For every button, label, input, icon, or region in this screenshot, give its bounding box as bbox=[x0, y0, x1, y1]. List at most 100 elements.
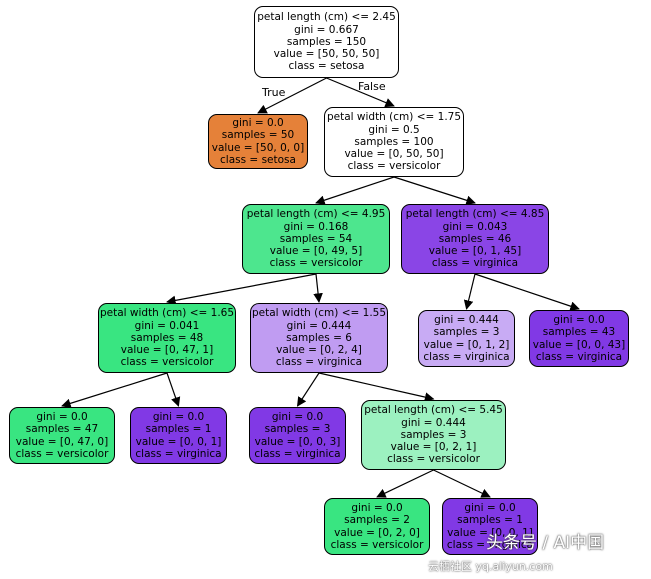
node-line: gini = 0.667 bbox=[294, 23, 359, 36]
node-line: class = setosa bbox=[288, 60, 365, 73]
edge-label-false: False bbox=[358, 80, 386, 93]
watermark-main-text: 头条号 / AI中国 bbox=[486, 533, 605, 553]
node-line: samples = 48 bbox=[130, 331, 204, 344]
node-line: value = [0, 49, 5] bbox=[269, 245, 363, 258]
node-line: class = versicolor bbox=[269, 257, 363, 270]
node-line: gini = 0.0 bbox=[152, 411, 205, 424]
node-line: class = versicolor bbox=[387, 453, 480, 466]
edge-n4-n7 bbox=[463, 273, 476, 310]
node-line: samples = 1 bbox=[145, 423, 212, 436]
node-line: samples = 150 bbox=[286, 35, 367, 48]
node-line: value = [50, 0, 0] bbox=[211, 141, 305, 154]
edge-n2-n3 bbox=[315, 176, 395, 205]
edge-n12-n13 bbox=[376, 469, 434, 498]
node-line: class = setosa bbox=[220, 153, 296, 166]
edge-n5-n10 bbox=[166, 372, 181, 407]
edge-n3-n5 bbox=[166, 273, 317, 306]
node-line: gini = 0.444 bbox=[401, 416, 466, 429]
edge-n6-n12 bbox=[318, 372, 435, 402]
edge-label-true: True bbox=[262, 86, 286, 99]
node-line: value = [0, 1, 45] bbox=[428, 245, 522, 258]
node-line: gini = 0.444 bbox=[434, 314, 499, 327]
node-line: gini = 0.0 bbox=[271, 411, 324, 424]
node-line: petal length (cm) <= 4.85 bbox=[405, 208, 545, 221]
node-line: samples = 100 bbox=[354, 135, 434, 148]
node-line: samples = 1 bbox=[457, 514, 523, 527]
node-line: class = virginica bbox=[431, 257, 519, 270]
node-line: value = [0, 0, 3] bbox=[254, 435, 341, 448]
node-line: value = [0, 47, 1] bbox=[120, 344, 214, 357]
node-line: petal length (cm) <= 5.45 bbox=[364, 404, 503, 417]
node-line: petal width (cm) <= 1.65 bbox=[99, 307, 235, 320]
node-line: gini = 0.0 bbox=[36, 411, 88, 424]
node-line: value = [0, 0, 43] bbox=[532, 338, 626, 351]
node-line: class = virginica bbox=[423, 350, 510, 363]
edge-n4-n8 bbox=[474, 273, 580, 311]
node-line: class = virginica bbox=[135, 447, 222, 460]
node-line: samples = 46 bbox=[438, 232, 512, 245]
node-line: gini = 0.041 bbox=[134, 319, 200, 332]
edge-n0-n2 bbox=[326, 77, 395, 108]
node-line: petal length (cm) <= 4.95 bbox=[246, 208, 386, 221]
node-line: value = [50, 50, 50] bbox=[273, 48, 380, 61]
node-line: value = [0, 0, 1] bbox=[135, 435, 222, 448]
edge-n5-n9 bbox=[61, 372, 168, 408]
node-line: gini = 0.043 bbox=[442, 220, 508, 233]
node-line: value = [0, 2, 0] bbox=[334, 526, 420, 539]
node-line: samples = 50 bbox=[221, 129, 295, 142]
node-line: value = [0, 47, 0] bbox=[15, 435, 109, 448]
node-line: samples = 54 bbox=[279, 232, 353, 245]
node-line: petal width (cm) <= 1.75 bbox=[326, 111, 462, 124]
node-line: gini = 0.0 bbox=[351, 502, 403, 515]
node-line: samples = 47 bbox=[25, 423, 99, 436]
edge-n0-n1 bbox=[257, 77, 327, 114]
node-line: gini = 0.0 bbox=[464, 502, 516, 515]
node-line: value = [0, 2, 1] bbox=[390, 441, 477, 454]
edge-n3-n6 bbox=[313, 273, 323, 303]
node-line: class = virginica bbox=[254, 447, 341, 460]
node-line: samples = 3 bbox=[433, 326, 500, 339]
node-line: samples = 43 bbox=[542, 326, 616, 339]
node-line: class = versicolor bbox=[15, 447, 109, 460]
node-line: gini = 0.0 bbox=[553, 314, 605, 327]
node-line: gini = 0.0 bbox=[232, 117, 284, 130]
node-line: value = [0, 50, 50] bbox=[344, 148, 444, 161]
node-line: value = [0, 0, 1] bbox=[447, 526, 533, 539]
node-line: class = versicolor bbox=[347, 160, 441, 173]
watermark: 头条号 / AI中国 云栖社区 yq.aliyun.com bbox=[428, 524, 643, 574]
node-line: class = virginica bbox=[275, 356, 363, 369]
node-line: class = versicolor bbox=[120, 356, 214, 369]
node-line: petal length (cm) <= 2.45 bbox=[257, 11, 396, 24]
node-line: petal width (cm) <= 1.55 bbox=[251, 307, 387, 320]
node-line: gini = 0.168 bbox=[283, 220, 349, 233]
edge-n2-n4 bbox=[393, 176, 476, 205]
node-line: gini = 0.5 bbox=[368, 123, 420, 136]
node-line: samples = 6 bbox=[286, 331, 352, 344]
node-line: value = [0, 1, 2] bbox=[423, 338, 510, 351]
node-line: samples = 2 bbox=[344, 514, 410, 527]
node-line: gini = 0.444 bbox=[286, 319, 352, 332]
edge-n12-n14 bbox=[433, 469, 491, 498]
node-line: class = versicolor bbox=[330, 538, 424, 551]
node-line: class = virginica bbox=[535, 350, 623, 363]
edge-n6-n11 bbox=[296, 372, 320, 407]
node-line: samples = 3 bbox=[400, 428, 467, 441]
watermark-sub-text: 云栖社区 yq.aliyun.com bbox=[428, 560, 553, 573]
node-line: class = virginica bbox=[446, 538, 534, 551]
node-line: samples = 3 bbox=[264, 423, 331, 436]
